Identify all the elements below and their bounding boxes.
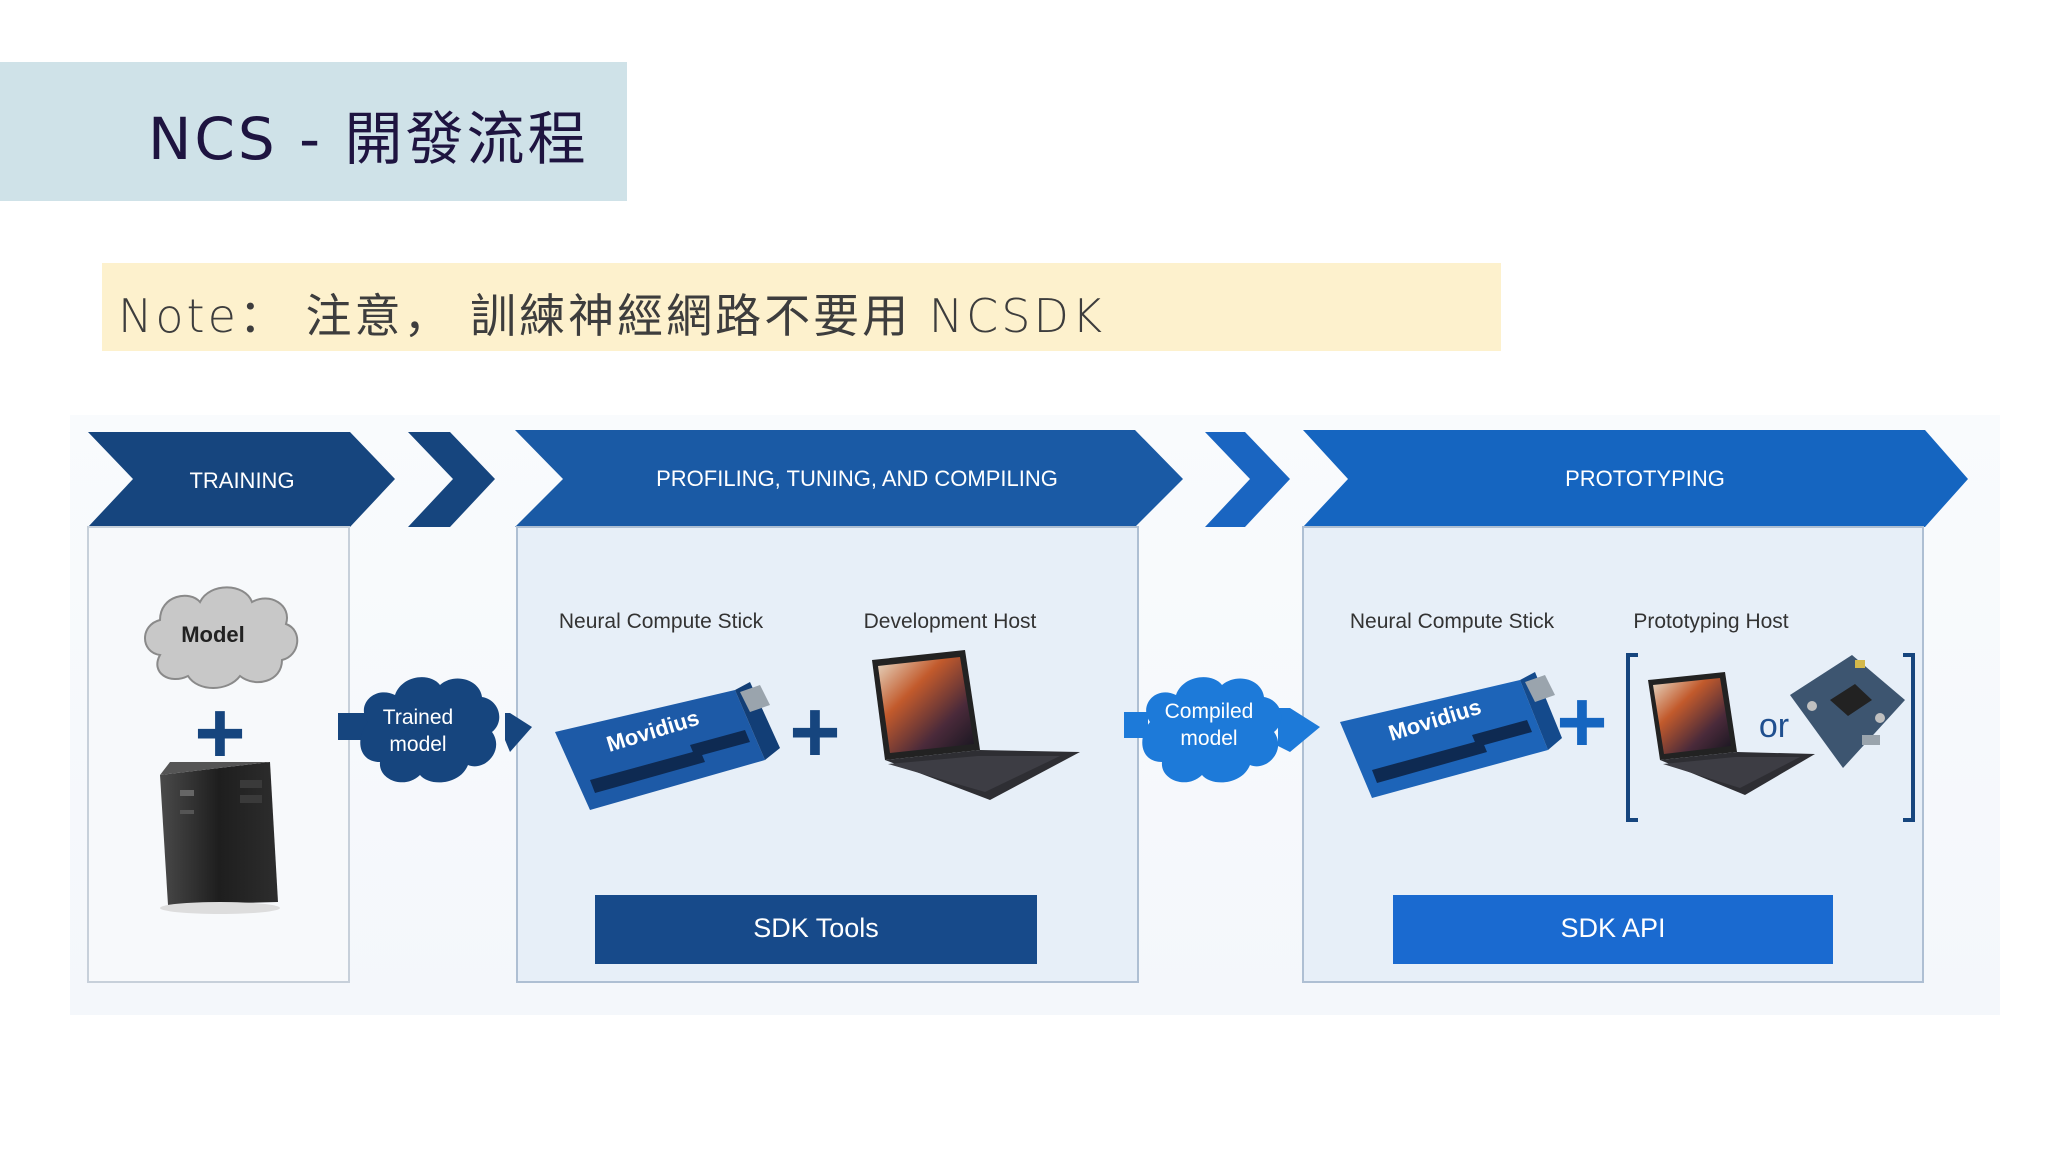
stage-profiling-chevron xyxy=(515,430,1183,527)
stage-prototyping-label: PROTOTYPING xyxy=(1565,466,1725,491)
stage-training-chevron xyxy=(88,432,395,527)
sdk-api-box xyxy=(1393,895,1833,964)
trained-model-label-line1: Trained xyxy=(383,706,453,729)
prototyping-laptop-icon xyxy=(1648,672,1815,795)
development-laptop-icon xyxy=(872,650,1080,800)
profiling-stick-label: Neural Compute Stick xyxy=(559,610,764,633)
prototyping-bracket-icon xyxy=(1626,653,1915,822)
sdk-api-label: SDK API xyxy=(1560,913,1665,943)
stage-training-label: TRAINING xyxy=(189,468,294,493)
title-banner xyxy=(0,62,627,201)
desktop-tower-icon xyxy=(160,762,280,914)
sdk-tools-box xyxy=(595,895,1037,964)
prototyping-host-label: Prototyping Host xyxy=(1633,610,1788,633)
compiled-model-arrow xyxy=(1124,677,1320,783)
compiled-model-label-line2: model xyxy=(1180,727,1237,750)
profiling-neural-stick-icon xyxy=(555,682,780,810)
stage-profiling-label: PROFILING, TUNING, AND COMPILING xyxy=(656,466,1058,491)
compiled-model-label-line1: Compiled xyxy=(1165,700,1254,723)
model-cloud-icon xyxy=(144,586,299,689)
note-text: Note： 注意， 訓練神經網路不要用 NCSDK xyxy=(118,289,1106,343)
profiling-host-label: Development Host xyxy=(864,610,1037,633)
note-banner xyxy=(102,263,1501,351)
single-board-computer-icon xyxy=(1790,655,1905,768)
prototyping-or-label: or xyxy=(1759,707,1789,745)
trained-model-arrow xyxy=(338,677,532,783)
trained-model-label-line2: model xyxy=(389,733,446,756)
model-cloud-label: Model xyxy=(181,622,245,647)
connector-chevron-2 xyxy=(1205,432,1290,527)
prototyping-neural-stick-icon xyxy=(1340,672,1562,798)
prototyping-stick-label: Neural Compute Stick xyxy=(1350,610,1555,633)
stage-prototyping-chevron xyxy=(1303,430,1968,527)
connector-chevron-1 xyxy=(408,432,495,527)
profiling-plus: + xyxy=(789,682,840,781)
prototyping-plus: + xyxy=(1556,672,1607,771)
sdk-tools-label: SDK Tools xyxy=(753,913,879,943)
slide-title: NCS - 開發流程 xyxy=(148,105,589,173)
